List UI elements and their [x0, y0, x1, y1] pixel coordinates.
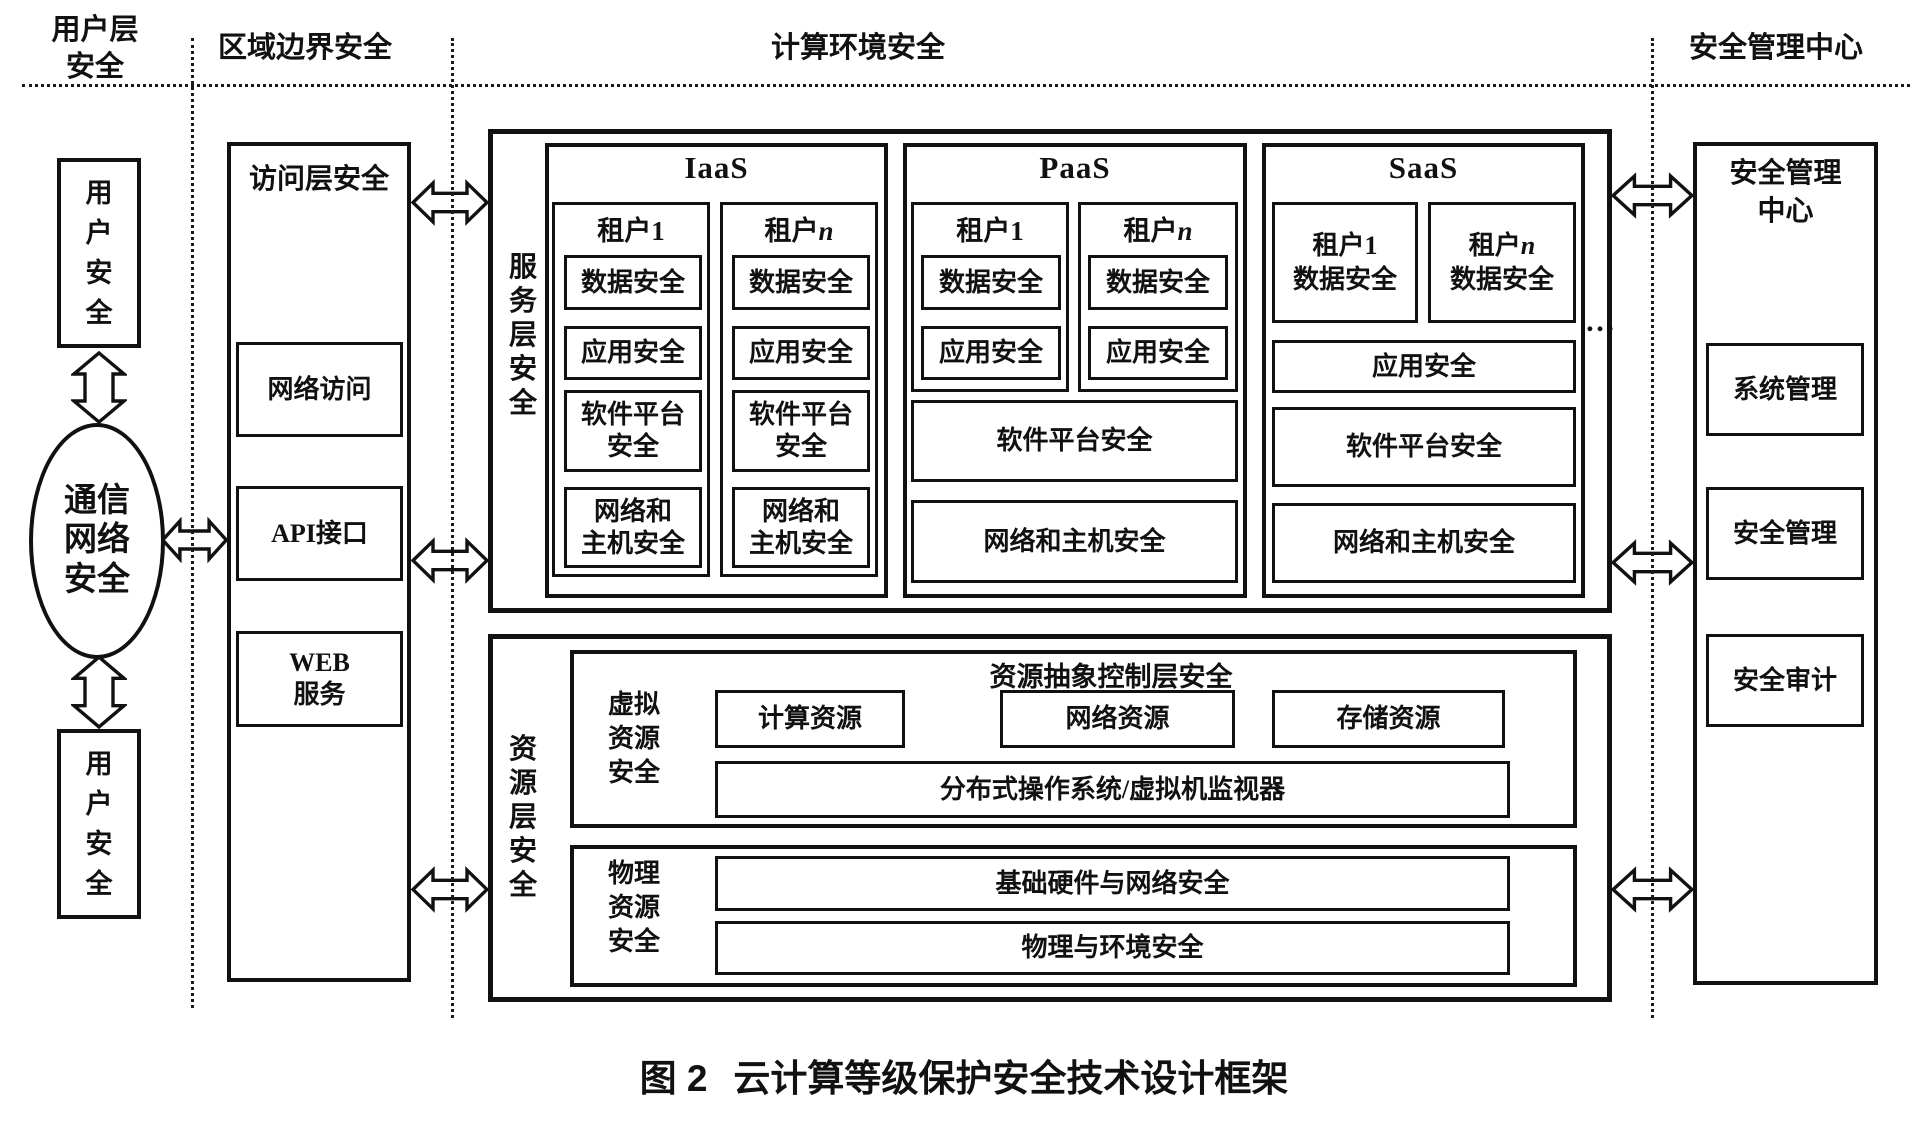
arrow-access-service-top-icon	[411, 181, 489, 224]
header-computing: 计算环境安全	[770, 32, 945, 64]
saas-tenantn-name: 租户n	[1469, 229, 1535, 263]
user-security-top-box: 用 户 安 全	[57, 158, 141, 348]
saas-platform-security: 软件平台安全	[1272, 407, 1576, 487]
security-management-box: 安全管理	[1706, 487, 1864, 580]
web-service-box: WEB 服务	[236, 631, 403, 727]
divider-boundary-computing	[451, 38, 454, 1018]
saas-app-security: 应用安全	[1272, 340, 1576, 393]
iaas-title: IaaS	[684, 150, 749, 185]
iaas-t1-network-host-security: 网络和 主机安全	[564, 487, 702, 568]
paas-tn-data-security: 数据安全	[1088, 255, 1228, 310]
physical-resource-label: 物理 资源 安全	[607, 859, 660, 956]
iaas-t1-app-security: 应用安全	[564, 326, 702, 380]
saas-title: SaaS	[1388, 150, 1459, 185]
saas-tenantn-data-box: 租户n 数据安全	[1428, 202, 1576, 323]
paas-tn-app-security: 应用安全	[1088, 326, 1228, 380]
arrow-usertop-network-icon	[72, 351, 126, 424]
tenant-prefix: 租户	[1123, 216, 1178, 246]
paas-tenantn-header: 租户n	[1078, 209, 1238, 248]
iaas-tenantn-header: 租户n	[720, 209, 878, 248]
paas-network-host-security: 网络和主机安全	[911, 500, 1238, 583]
tenant-prefix: 租户	[597, 216, 652, 246]
header-user-layer: 用户层 安全	[51, 14, 139, 84]
arrow-access-service-mid-icon	[411, 539, 489, 582]
api-interface-box: API接口	[236, 486, 403, 581]
paas-tenant1-header: 租户1	[911, 209, 1069, 248]
iaas-tn-app-security: 应用安全	[732, 326, 870, 380]
security-audit-box: 安全审计	[1706, 634, 1864, 727]
user-security-bottom-label: 用 户 安 全	[85, 749, 113, 899]
arrow-network-access-icon	[161, 519, 228, 561]
tenant-suffix: n	[818, 216, 834, 246]
figure-title: 云计算等级保护安全技术设计框架	[733, 1058, 1289, 1099]
abstraction-control-title: 资源抽象控制层安全	[989, 662, 1233, 692]
tenant-prefix: 租户	[1468, 230, 1521, 260]
iaas-tn-data-security: 数据安全	[732, 255, 870, 310]
hardware-network-security-box: 基础硬件与网络安全	[715, 856, 1510, 911]
saas-network-host-security: 网络和主机安全	[1272, 503, 1576, 583]
divider-user-boundary	[191, 38, 194, 1008]
saas-tenant1-name: 租户1	[1312, 229, 1377, 263]
arrow-network-userbottom-icon	[72, 655, 126, 729]
tenant-suffix: 1	[1010, 216, 1024, 246]
figure-caption: 图 2 云计算等级保护安全技术设计框架	[0, 1048, 1928, 1102]
network-resource-box: 网络资源	[1000, 690, 1235, 748]
resource-layer-label: 资 源 层 安 全	[508, 734, 537, 901]
communication-network-ellipse: 通信 网络 安全	[29, 423, 165, 659]
arrow-access-resource-icon	[411, 868, 489, 911]
paas-t1-data-security: 数据安全	[921, 255, 1061, 310]
distributed-os-hypervisor-box: 分布式操作系统/虚拟机监视器	[715, 761, 1510, 818]
tenant-suffix: n	[1177, 216, 1193, 246]
iaas-tn-network-host-security: 网络和 主机安全	[732, 487, 870, 568]
iaas-tn-platform-security: 软件平台 安全	[732, 390, 870, 472]
storage-resource-box: 存储资源	[1272, 690, 1505, 748]
access-layer-title: 访问层安全	[248, 164, 389, 195]
user-security-bottom-box: 用 户 安 全	[57, 729, 141, 919]
iaas-t1-platform-security: 软件平台 安全	[564, 390, 702, 472]
saas-tenant1-data-label: 数据安全	[1292, 264, 1397, 294]
network-access-box: 网络访问	[236, 342, 403, 437]
tenant-suffix: 1	[1364, 230, 1378, 260]
divider-computing-management	[1651, 38, 1654, 1018]
divider-horizontal	[22, 84, 1910, 87]
tenant-suffix: 1	[651, 216, 665, 246]
header-boundary: 区域边界安全	[217, 32, 392, 64]
system-management-box: 系统管理	[1706, 343, 1864, 436]
tenant-suffix: n	[1520, 230, 1536, 260]
paas-title: PaaS	[1039, 150, 1111, 185]
iaas-tenant1-header: 租户1	[552, 209, 710, 248]
tenant-prefix: 租户	[956, 216, 1011, 246]
saas-ellipsis: …	[1585, 305, 1616, 338]
tenant-prefix: 租户	[1312, 230, 1365, 260]
saas-tenant1-data-box: 租户1 数据安全	[1272, 202, 1418, 323]
service-layer-label: 服 务 层 安 全	[508, 252, 537, 419]
communication-network-label: 通信 网络 安全	[64, 482, 130, 598]
header-management: 安全管理中心	[1688, 32, 1863, 64]
computing-resource-box: 计算资源	[715, 690, 905, 748]
paas-t1-app-security: 应用安全	[921, 326, 1061, 380]
figure-number: 图 2	[639, 1058, 708, 1099]
virtual-resource-label: 虚拟 资源 安全	[607, 690, 660, 787]
physical-environment-security-box: 物理与环境安全	[715, 921, 1510, 975]
management-center-title: 安全管理 中心	[1729, 158, 1842, 227]
user-security-top-label: 用 户 安 全	[85, 178, 113, 328]
paas-platform-security: 软件平台安全	[911, 400, 1238, 482]
saas-tenantn-data-label: 数据安全	[1449, 264, 1554, 294]
iaas-t1-data-security: 数据安全	[564, 255, 702, 310]
tenant-prefix: 租户	[764, 216, 819, 246]
